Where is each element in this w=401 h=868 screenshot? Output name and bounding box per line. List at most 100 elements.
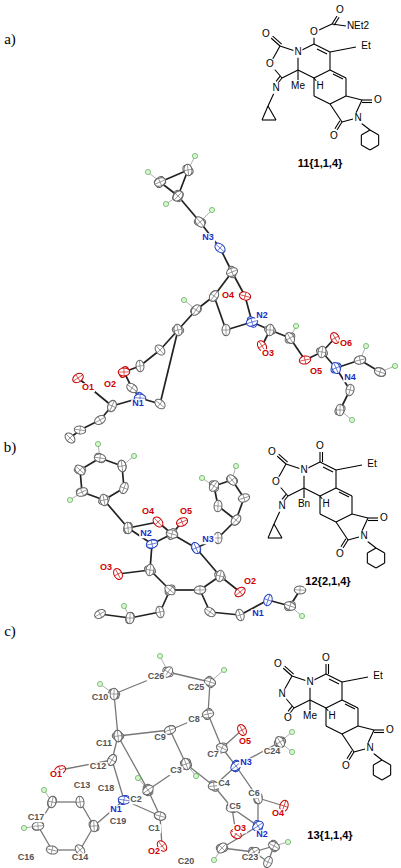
formula-atom-text: H [327,711,336,722]
formula-bond [376,563,385,568]
atom-label: C12 [89,762,108,771]
formula-bond [373,765,374,775]
ellipsoid-axis [109,758,116,762]
formula-bond [361,123,370,130]
ellipsoid-outline [113,730,123,743]
ellipsoid-axis [238,728,245,732]
hydrogen-atom [181,297,186,302]
ellipsoid-axis [331,336,338,340]
formula-bond [319,452,320,462]
ellipsoid-axis [167,587,172,593]
ellipsoid-outline [112,567,125,581]
atom-ellipsoid [113,730,122,742]
atom-ellipsoid [229,513,243,527]
atom-label: C5 [228,802,242,811]
bond-line [208,714,222,748]
formula-bond [374,729,384,730]
atom-ellipsoid [94,453,107,463]
ellipsoid-axis [156,611,164,613]
ellipsoid-axis [256,823,260,830]
hydrogen-atom [41,787,46,792]
formula-bond [361,130,370,135]
ellipsoid-axis [259,344,266,348]
bond-line [168,672,210,682]
formula-atom-text: N [293,47,302,58]
formula-bond [370,130,379,135]
atom-label: N2 [255,830,269,839]
formula-atom-text: N [277,689,286,700]
atom-ellipsoid [189,303,202,317]
structure-formula [262,16,391,780]
ellipsoid-axis [124,527,132,529]
ellipsoid-outline [173,323,183,336]
atom-label: C26 [147,672,166,681]
formula-bond [319,24,332,30]
atom-ellipsoid [46,795,59,809]
ellipsoid-outline [336,404,344,416]
ellipsoid-axis [196,218,203,227]
ellipsoid-axis [219,845,225,851]
atom-ellipsoid [207,479,220,493]
ellipsoid-outline [194,586,206,594]
formula-bond [274,524,282,538]
ellipsoid-axis [193,308,200,312]
atom-label: O2 [243,577,257,586]
atom-ellipsoid [151,515,165,529]
ellipsoid-outline [166,527,179,541]
ellipsoid-axis [229,477,235,482]
panel-letter: b) [3,440,18,456]
ellipsoid-axis [146,569,154,570]
ellipsoid-outline [154,811,167,821]
ellipsoid-outline [75,486,89,498]
formula-bond [362,102,372,103]
atom-ellipsoid [190,541,202,555]
panel-letter: a) [3,32,17,48]
formula-bond [339,492,349,497]
ellipsoid-outline [63,431,77,445]
ellipsoid-axis [151,540,153,548]
bond-line [114,672,168,694]
ellipsoid-axis [76,801,84,802]
formula-bond [373,753,382,760]
formula-bond [347,751,352,759]
atom-ellipsoid [233,585,247,599]
atom-label: C7 [206,750,220,759]
formula-bond [361,145,370,150]
atom-ellipsoid [153,811,166,822]
ellipsoid-axis [114,735,122,737]
formula-atom-text: NEt2 [346,21,370,32]
atom-label: O1 [49,770,63,779]
formula-bond [314,70,330,78]
formula-atom-text: Et [366,459,377,470]
atom-label: C4 [217,779,231,788]
formula-bond [313,37,314,44]
formula-bond [288,488,304,496]
atom-ellipsoid [75,796,85,809]
ellipsoid-outline [113,730,122,742]
atom-label: C14 [71,853,90,862]
ellipsoid-axis [95,611,105,617]
hydrogen-atom [392,363,397,368]
ellipsoid-axis [299,586,300,594]
hydrogen-atom [131,453,136,458]
atom-label: O5 [238,737,252,746]
ellipsoid-outline [225,473,239,487]
ellipsoid-outline [106,753,118,767]
formula-bond [336,522,348,540]
ellipsoid-axis [37,822,39,830]
ellipsoid-axis [211,484,218,488]
atom-ellipsoid [106,753,119,767]
ellipsoid-outline [329,361,343,375]
hydrogen-atom [293,323,298,328]
atom-label: O4 [271,809,285,818]
ellipsoid-axis [66,434,74,442]
hydrogen-atom [221,667,226,672]
formula-atom-text: O [335,5,345,16]
formula-atom-text: O [321,653,331,664]
atom-ellipsoid [155,605,165,618]
atom-ellipsoid [126,612,134,624]
ellipsoid-outline [106,399,118,413]
formula-bond [361,135,362,145]
formula-bond [333,74,343,79]
atom-label: N4 [343,373,357,382]
